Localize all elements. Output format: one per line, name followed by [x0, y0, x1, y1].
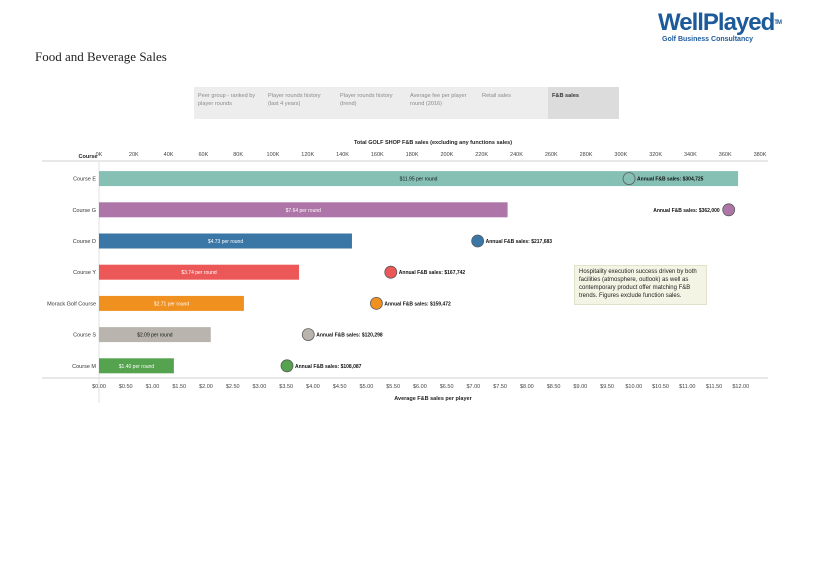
top-tick-label: 360K: [719, 152, 732, 158]
bar-label: $7.64 per round: [286, 208, 322, 214]
top-tick-label: 340K: [684, 152, 697, 158]
bottom-tick-label: $1.50: [172, 384, 186, 390]
annual-sales-label: Annual F&B sales: $304,725: [637, 177, 704, 183]
bottom-tick-label: $8.00: [520, 384, 534, 390]
bottom-tick-label: $2.50: [226, 384, 240, 390]
bottom-tick-label: $5.00: [360, 384, 374, 390]
bottom-tick-label: $3.50: [279, 384, 293, 390]
logo-played-text: Played: [702, 9, 775, 36]
bar: [99, 327, 211, 343]
bottom-tick-label: $9.50: [600, 384, 614, 390]
bar: [99, 233, 352, 249]
annotation-note: Hospitality execution success driven by …: [574, 265, 707, 305]
bar-label: $3.74 per round: [181, 270, 217, 276]
top-tick-label: 140K: [336, 152, 349, 158]
top-tick-label: 220K: [475, 152, 488, 158]
bar-label: $2.09 per round: [137, 333, 173, 339]
bar: [99, 264, 300, 280]
bottom-tick-label: $6.50: [440, 384, 454, 390]
tab-retail-sales[interactable]: Retail sales: [482, 93, 511, 99]
annual-sales-label: Annual F&B sales: $217,683: [486, 239, 553, 245]
bottom-tick-label: $7.50: [493, 384, 507, 390]
bar-label: $11.95 per round: [400, 177, 438, 183]
bottom-tick-label: $3.00: [253, 384, 267, 390]
logo-tm: TM: [774, 20, 782, 26]
top-tick-label: 160K: [371, 152, 384, 158]
bar: [99, 202, 508, 218]
bottom-tick-label: $0.50: [119, 384, 133, 390]
wellplayed-logo: WellPlayedTM Golf Business Consultancy: [658, 10, 798, 50]
top-tick-label: 20K: [129, 152, 139, 158]
bottom-tick-label: $11.50: [706, 384, 722, 390]
logo-subtitle: Golf Business Consultancy: [662, 36, 754, 43]
top-tick-label: 300K: [614, 152, 627, 158]
top-tick-label: 320K: [649, 152, 662, 158]
bottom-tick-label: $2.00: [199, 384, 213, 390]
bar: [99, 358, 174, 374]
bottom-tick-label: $7.00: [466, 384, 480, 390]
annual-sales-point: [384, 265, 398, 279]
row-header: Course: [79, 154, 98, 160]
category-label: Course D: [73, 239, 96, 245]
annual-sales-point: [301, 328, 315, 342]
top-tick-label: 260K: [545, 152, 558, 158]
category-label: Course M: [72, 364, 96, 370]
page-title: Food and Beverage Sales: [35, 49, 167, 64]
tab-peer-group[interactable]: Peer group - ranked by player rounds: [198, 93, 256, 107]
annual-sales-point: [280, 359, 294, 373]
top-tick-label: 100K: [267, 152, 280, 158]
tab-fb-sales[interactable]: F&B sales: [548, 87, 619, 119]
x-axis-title: Average F&B sales per player: [394, 396, 472, 402]
dashboard-tab-bar: Peer group - ranked by player rounds Pla…: [194, 87, 619, 119]
top-tick-label: 240K: [510, 152, 523, 158]
bottom-tick-label: $0.00: [92, 384, 106, 390]
top-tick-label: 200K: [440, 152, 453, 158]
category-label: Course G: [72, 208, 96, 214]
top-tick-label: 40K: [164, 152, 174, 158]
bar: [99, 171, 739, 187]
annual-sales-label: Annual F&B sales: $362,000: [653, 208, 720, 214]
tab-player-rounds-trend[interactable]: Player rounds history (trend): [340, 93, 393, 107]
bottom-tick-label: $4.00: [306, 384, 320, 390]
bottom-tick-label: $10.50: [652, 384, 669, 390]
annual-sales-point: [471, 234, 485, 248]
annual-sales-label: Annual F&B sales: $159,472: [384, 301, 451, 307]
annual-sales-point: [622, 172, 636, 186]
category-label: Course E: [73, 177, 96, 183]
logo-well-text: Well: [658, 9, 704, 36]
bar-label: $1.40 per round: [119, 364, 155, 370]
category-label: Morack Golf Course: [47, 301, 96, 307]
annual-sales-label: Annual F&B sales: $120,298: [316, 333, 383, 339]
bottom-tick-label: $11.00: [679, 384, 695, 390]
top-tick-label: 80K: [233, 152, 243, 158]
bottom-tick-label: $9.00: [573, 384, 587, 390]
annual-sales-label: Annual F&B sales: $108,087: [295, 364, 362, 370]
bottom-tick-label: $8.50: [547, 384, 561, 390]
annual-sales-point: [722, 203, 736, 217]
bar-label: $4.73 per round: [208, 239, 244, 245]
annual-sales-point: [369, 296, 383, 310]
bottom-tick-label: $12.00: [732, 384, 749, 390]
bottom-tick-label: $5.50: [386, 384, 400, 390]
bar: [99, 295, 244, 311]
top-tick-label: 280K: [580, 152, 593, 158]
annual-sales-label: Annual F&B sales: $167,742: [399, 270, 466, 276]
category-label: Course S: [73, 333, 96, 339]
bottom-tick-label: $6.00: [413, 384, 427, 390]
tab-average-fee[interactable]: Average fee per player round (2016): [410, 93, 467, 107]
top-tick-label: 120K: [301, 152, 314, 158]
top-tick-label: 380K: [754, 152, 767, 158]
top-tick-label: 0K: [96, 152, 103, 158]
tab-player-rounds-history[interactable]: Player rounds history (last 4 years): [268, 93, 321, 107]
bar-label: $2.71 per round: [154, 301, 190, 307]
bottom-tick-label: $10.00: [625, 384, 642, 390]
category-label: Course Y: [73, 270, 96, 276]
bottom-tick-label: $4.50: [333, 384, 347, 390]
top-tick-label: 180K: [406, 152, 419, 158]
chart-title: Total GOLF SHOP F&B sales (excluding any…: [354, 140, 512, 146]
top-tick-label: 60K: [198, 152, 208, 158]
bottom-tick-label: $1.00: [146, 384, 160, 390]
